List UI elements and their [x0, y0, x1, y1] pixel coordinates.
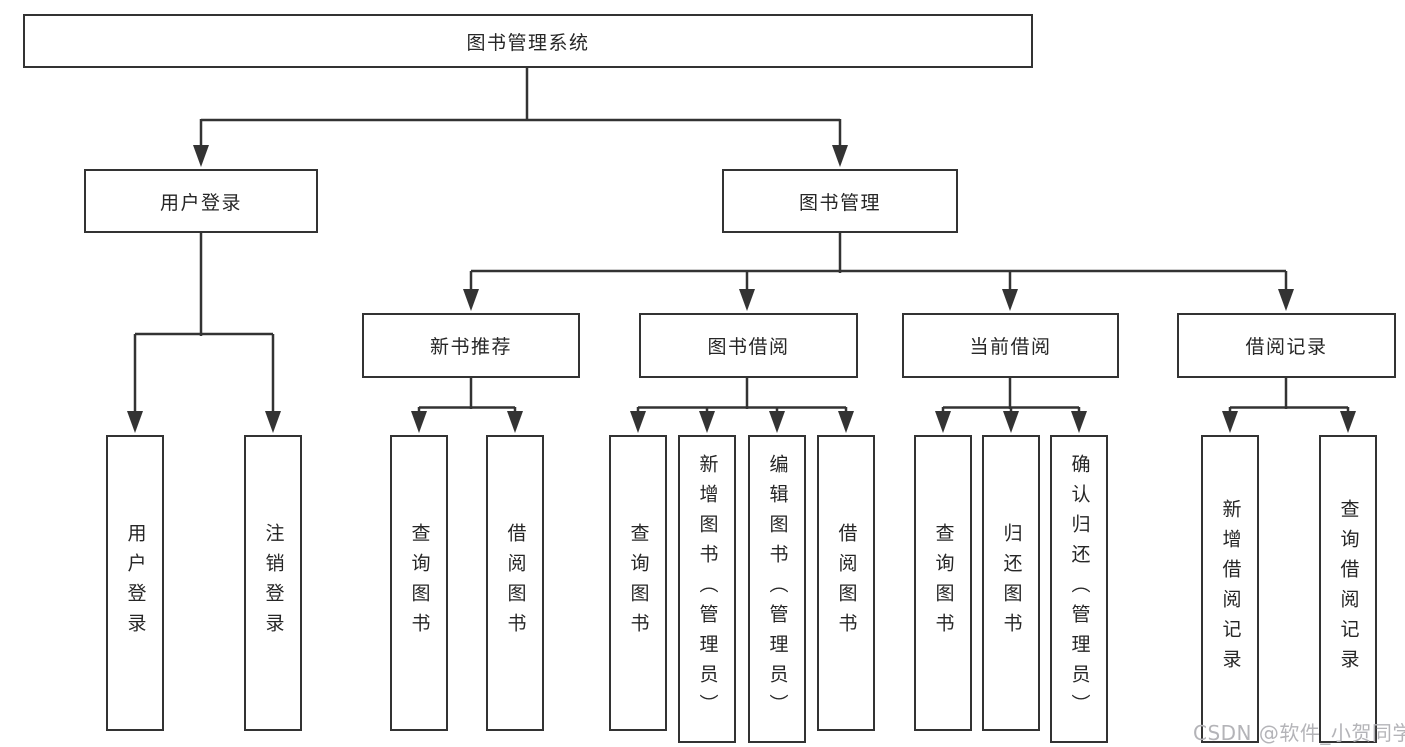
leaf-borrow-books-recommend: 借阅图书 — [486, 435, 544, 731]
leaf-return-books: 归还图书 — [982, 435, 1040, 731]
leaf-user-login: 用户登录 — [106, 435, 164, 731]
node-book-borrow: 图书借阅 — [639, 313, 858, 378]
leaf-add-book-admin-label: 新增图书（管理员） — [696, 454, 719, 724]
node-book-management-label: 图书管理 — [798, 191, 881, 214]
leaf-query-books-current: 查询图书 — [914, 435, 972, 731]
leaf-edit-book-admin: 编辑图书（管理员） — [748, 435, 806, 743]
leaf-user-login-label: 用户登录 — [124, 523, 147, 643]
node-user-login-label: 用户登录 — [159, 191, 242, 214]
leaf-logout-label: 注销登录 — [262, 523, 285, 643]
node-root-label: 图书管理系统 — [466, 31, 590, 54]
leaf-query-books-recommend-label: 查询图书 — [408, 523, 431, 643]
leaf-add-book-admin: 新增图书（管理员） — [678, 435, 736, 743]
node-book-borrow-label: 图书借阅 — [707, 336, 790, 358]
leaf-query-books-borrow-label: 查询图书 — [627, 523, 650, 643]
leaf-query-borrow-record: 查询借阅记录 — [1319, 435, 1377, 743]
node-root: 图书管理系统 — [23, 14, 1033, 68]
node-current-borrow: 当前借阅 — [902, 313, 1119, 378]
leaf-borrow-books: 借阅图书 — [817, 435, 875, 731]
node-borrow-records: 借阅记录 — [1177, 313, 1396, 378]
leaf-borrow-books-recommend-label: 借阅图书 — [504, 523, 527, 643]
node-new-book-recommend: 新书推荐 — [362, 313, 580, 378]
leaf-query-books-borrow: 查询图书 — [609, 435, 667, 731]
node-new-book-recommend-label: 新书推荐 — [429, 336, 512, 358]
leaf-query-books-recommend: 查询图书 — [390, 435, 448, 731]
leaf-edit-book-admin-label: 编辑图书（管理员） — [766, 454, 789, 724]
leaf-add-borrow-record: 新增借阅记录 — [1201, 435, 1259, 743]
leaf-query-books-current-label: 查询图书 — [932, 523, 955, 643]
node-current-borrow-label: 当前借阅 — [969, 336, 1052, 358]
node-borrow-records-label: 借阅记录 — [1245, 336, 1328, 358]
leaf-add-borrow-record-label: 新增借阅记录 — [1219, 499, 1242, 679]
node-book-management: 图书管理 — [722, 169, 958, 233]
leaf-logout: 注销登录 — [244, 435, 302, 731]
leaf-confirm-return-admin: 确认归还（管理员） — [1050, 435, 1108, 743]
leaf-return-books-label: 归还图书 — [1000, 523, 1023, 643]
leaf-borrow-books-label: 借阅图书 — [835, 523, 858, 643]
leaf-query-borrow-record-label: 查询借阅记录 — [1337, 499, 1360, 679]
watermark: CSDN @软件_小贺同学 — [1193, 721, 1405, 745]
node-user-login: 用户登录 — [84, 169, 318, 233]
leaf-confirm-return-admin-label: 确认归还（管理员） — [1068, 454, 1091, 724]
